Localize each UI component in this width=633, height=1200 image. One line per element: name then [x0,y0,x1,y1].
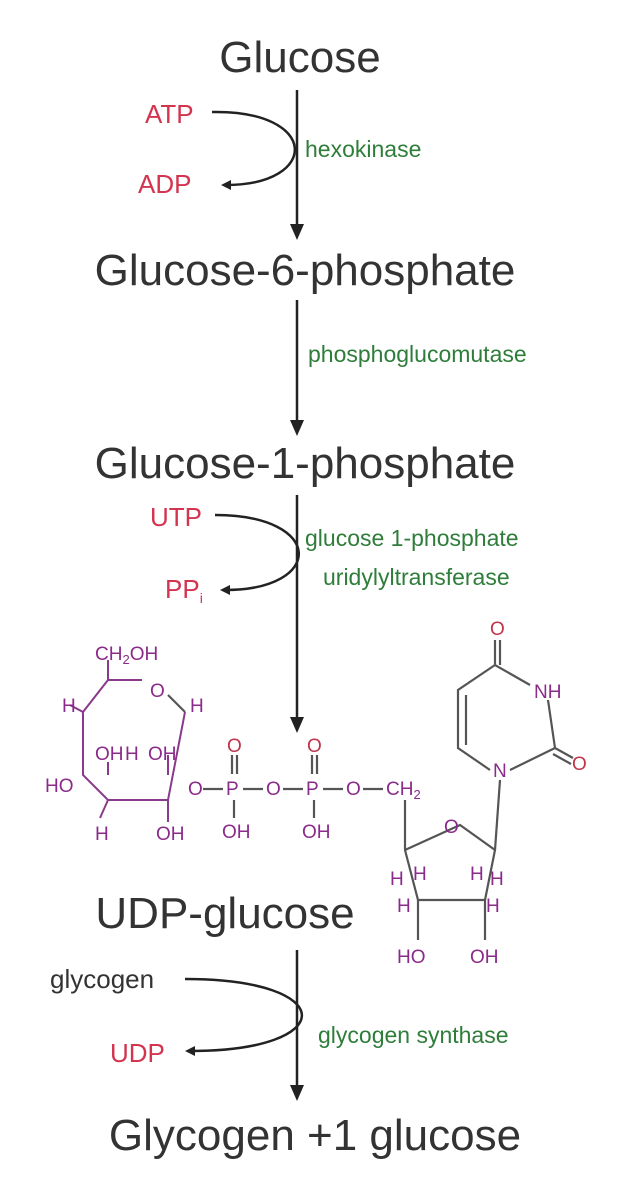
curve-atp-adp [211,110,297,190]
compound-glucose-1-phosphate: Glucose-1-phosphate [95,439,516,488]
label-h-c3: H [125,744,139,765]
cofactor-atp: ATP [145,99,194,129]
label-uracil-o-right: O [572,754,587,775]
label-p1-o-top: O [227,736,242,757]
label-oh-c2: OH [148,744,177,765]
glucose-ring-side [167,694,186,713]
label-o-2: O [266,779,281,800]
label-ribose-h-4: H [490,869,504,890]
label-h-c5: H [62,696,76,717]
label-p-1: P [226,779,239,800]
label-ribose-ho: HO [397,947,426,968]
label-ribose-h-2: H [413,864,427,885]
label-p2-o-top: O [307,736,322,757]
uracil-c2-o-2 [552,753,572,765]
label-oh-c4: OH [95,744,124,765]
enzyme-ugp-line2: uridylyltransferase [323,564,510,590]
h-bond-left [69,704,84,713]
compound-glucose: Glucose [219,33,380,82]
label-o-3: O [346,779,361,800]
label-h-c2: H [95,824,109,845]
label-ribose-h-5: H [397,896,411,917]
cofactor-ppi: PPi [165,574,203,606]
label-ribose-h-3: H [470,864,484,885]
enzyme-glycogen-synthase: glycogen synthase [318,1022,509,1048]
label-o-1: O [188,779,203,800]
compound-glycogen-plus-glucose: Glycogen +1 glucose [109,1111,521,1160]
label-p-2: P [306,779,319,800]
label-h-c1: H [190,696,204,717]
h-c4 [99,799,109,819]
cofactor-glycogen: glycogen [50,964,154,994]
compound-udp-glucose: UDP-glucose [95,889,354,938]
curve-utp-ppi [214,513,300,595]
ribose-ring-bonds [403,800,497,902]
enzyme-ugp-line1: glucose 1-phosphate [305,525,519,551]
compound-glucose-6-phosphate: Glucose-6-phosphate [95,246,516,295]
curve-glycogen-udp [184,977,304,1056]
cofactor-utp: UTP [150,502,202,532]
enzyme-phosphoglucomutase: phosphoglucomutase [308,341,527,367]
label-ribose-oh: OH [470,947,499,968]
glucose-ring-bonds [82,679,186,801]
cofactor-adp: ADP [138,169,191,199]
label-ch2oh: CH2OH [95,644,158,667]
label-uracil-n: N [493,761,507,782]
label-ho-c4: HO [45,776,74,797]
enzyme-hexokinase: hexokinase [305,136,421,162]
label-ring-o: O [150,681,165,702]
label-p2-oh: OH [302,822,331,843]
label-uracil-nh: NH [534,682,561,703]
label-oh-c3: OH [156,824,185,845]
label-ribose-h-1: H [390,869,404,890]
label-ribose-h-6: H [486,896,500,917]
uracil-ring-bonds [456,663,557,771]
bond-ribose-n [493,779,502,851]
uracil-c2-o [554,747,574,759]
udp-glucose-structure: CH2OH O H H OH H OH HO H OH O P O OH O P… [45,619,587,968]
label-ch2: CH2 [386,779,421,802]
label-uracil-o-top: O [490,619,505,640]
label-ribose-o: O [444,817,459,838]
cofactor-udp: UDP [110,1038,165,1068]
label-p1-oh: OH [222,822,251,843]
